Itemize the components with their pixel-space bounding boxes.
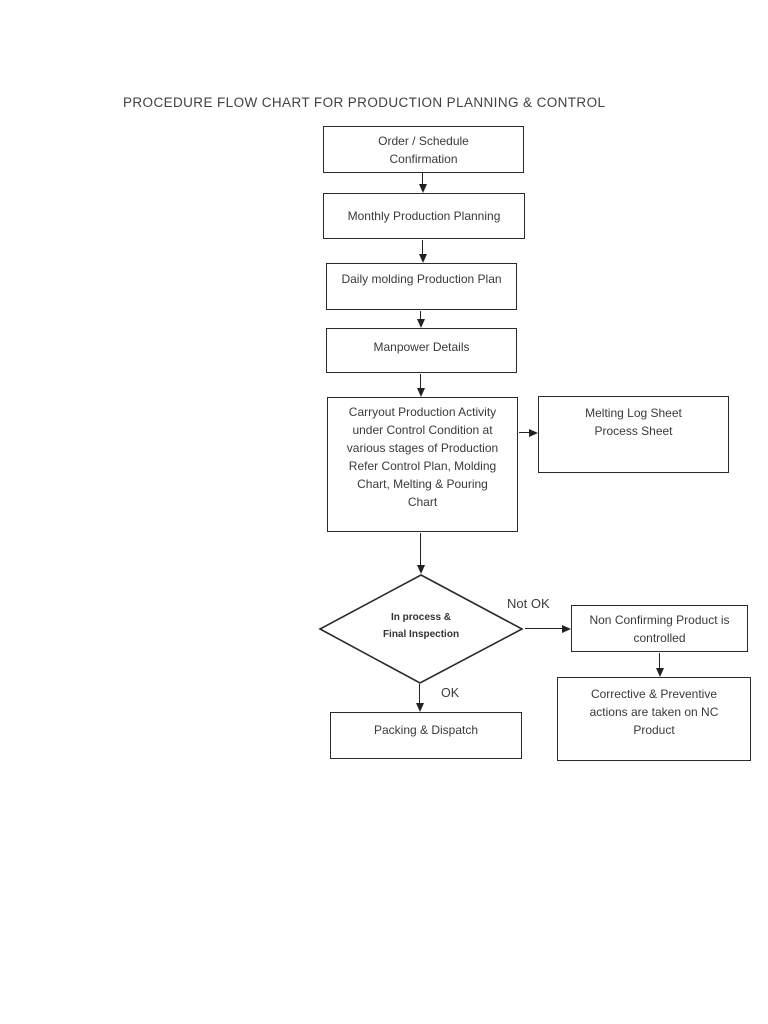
arrow-line bbox=[659, 653, 661, 670]
arrow-line bbox=[422, 173, 424, 186]
arrow-carryout-to-melting bbox=[519, 428, 538, 438]
arrow-carryout-to-inspection bbox=[416, 533, 426, 574]
flow-node-label: Manpower Details bbox=[373, 340, 470, 354]
arrow-line bbox=[420, 533, 422, 567]
arrow-head-icon bbox=[529, 428, 538, 437]
edge-label-ok: OK bbox=[441, 686, 460, 700]
arrow-manpower-to-carryout bbox=[416, 374, 426, 397]
arrow-line bbox=[420, 374, 422, 390]
flow-node-label: Order / Schedule Confirmation bbox=[378, 133, 469, 166]
flow-node-label: Non Confirming Product is controlled bbox=[589, 612, 730, 645]
arrow-line bbox=[422, 240, 424, 256]
arrow-line bbox=[525, 628, 564, 630]
flow-node-label: Daily molding Production Plan bbox=[341, 272, 502, 286]
arrow-head-icon bbox=[655, 668, 664, 677]
flow-node-melting-log-sheet: Melting Log Sheet Process Sheet bbox=[538, 396, 729, 473]
arrow-head-icon bbox=[416, 565, 425, 574]
flow-node-non-conforming-product: Non Confirming Product is controlled bbox=[571, 605, 748, 652]
arrow-line bbox=[519, 432, 531, 434]
arrow-head-icon bbox=[562, 624, 571, 633]
flow-node-label: Corrective & Preventive actions are take… bbox=[589, 687, 719, 737]
flow-node-label: Monthly Production Planning bbox=[347, 209, 501, 223]
flow-node-inspection-decision: In process & Final Inspection bbox=[340, 598, 502, 654]
flow-node-label: Packing & Dispatch bbox=[373, 723, 479, 737]
arrow-head-icon bbox=[416, 319, 425, 328]
flow-node-corrective-preventive-actions: Corrective & Preventive actions are take… bbox=[557, 677, 751, 761]
arrow-head-icon bbox=[418, 254, 427, 263]
page-title: PROCEDURE FLOW CHART FOR PRODUCTION PLAN… bbox=[123, 95, 606, 110]
flow-node-label: Melting Log Sheet Process Sheet bbox=[585, 406, 682, 438]
flow-node-packing-dispatch: Packing & Dispatch bbox=[330, 712, 522, 759]
arrow-inspection-to-nonconforming bbox=[525, 624, 571, 634]
arrow-line bbox=[419, 684, 421, 705]
arrow-monthly-to-daily bbox=[418, 240, 428, 263]
flow-node-label: In process & Final Inspection bbox=[382, 612, 460, 640]
flow-node-carryout-production-activity: Carryout Production Activity under Contr… bbox=[327, 397, 518, 532]
arrow-nonconforming-to-corrective bbox=[655, 653, 665, 677]
flow-node-manpower-details: Manpower Details bbox=[326, 328, 517, 373]
arrow-head-icon bbox=[418, 184, 427, 193]
arrow-inspection-to-packing bbox=[415, 684, 425, 712]
decision-diamond-shape bbox=[318, 574, 524, 684]
flow-node-monthly-production-planning: Monthly Production Planning bbox=[323, 193, 525, 239]
arrow-head-icon bbox=[416, 388, 425, 397]
arrow-order-to-monthly bbox=[418, 173, 428, 193]
flow-node-label: Carryout Production Activity under Contr… bbox=[346, 405, 499, 509]
arrow-line bbox=[420, 311, 422, 321]
arrow-head-icon bbox=[415, 703, 424, 712]
flow-node-order-schedule-confirmation: Order / Schedule Confirmation bbox=[323, 126, 524, 173]
arrow-daily-to-manpower bbox=[416, 311, 426, 328]
edge-label-not-ok: Not OK bbox=[507, 596, 550, 611]
flow-node-daily-molding-production-plan: Daily molding Production Plan bbox=[326, 263, 517, 310]
